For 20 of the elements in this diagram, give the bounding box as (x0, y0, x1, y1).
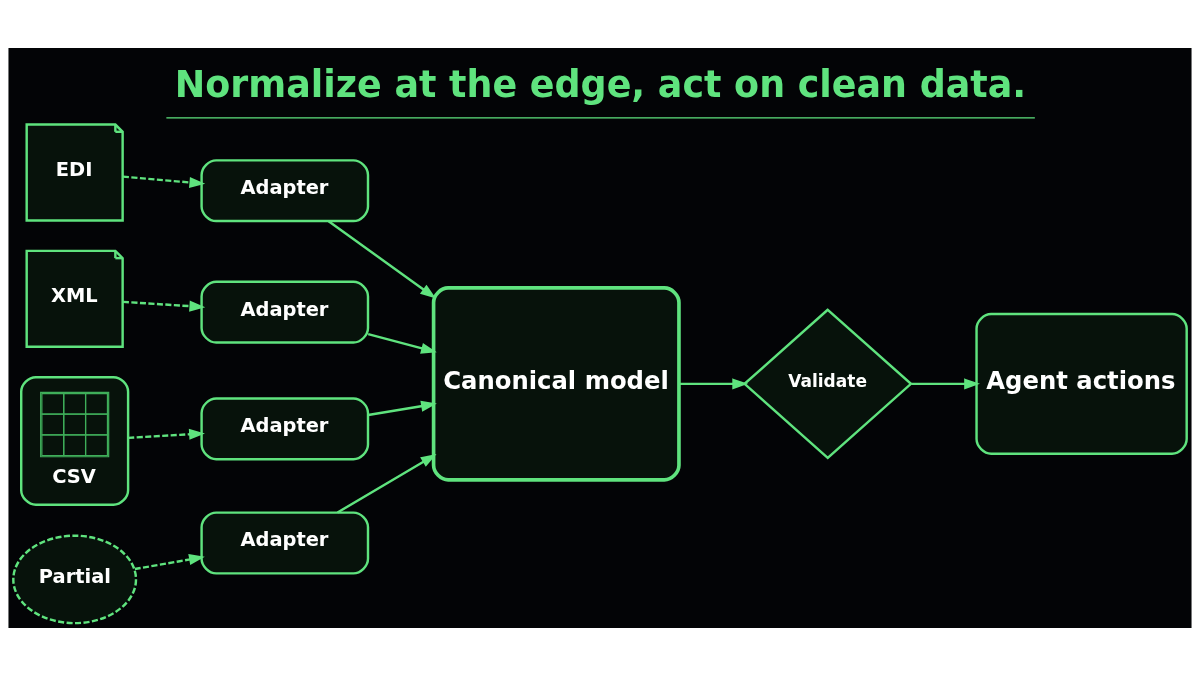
node-box: Agent actions (975, 312, 1188, 455)
node-ellipse: Partial (12, 533, 138, 624)
arrow (122, 174, 206, 188)
arrow (327, 219, 436, 298)
node-diamond: Validate (742, 307, 913, 460)
arrow (679, 377, 749, 389)
node-box: Adapter (200, 158, 370, 222)
arrow (336, 453, 437, 514)
node-box: Adapter (200, 280, 370, 344)
diagram-title: Normalize at the edge, act on clean data. (174, 62, 1027, 106)
arrow (368, 400, 437, 416)
arrow (134, 553, 205, 570)
node-box: Canonical model (431, 285, 681, 482)
arrow (367, 332, 437, 354)
node-box: Adapter (200, 396, 370, 460)
arrow (128, 428, 205, 440)
arrow (911, 377, 980, 389)
arrow (122, 300, 206, 312)
node-box: Adapter (200, 510, 370, 575)
node-box: CSV (20, 375, 130, 506)
